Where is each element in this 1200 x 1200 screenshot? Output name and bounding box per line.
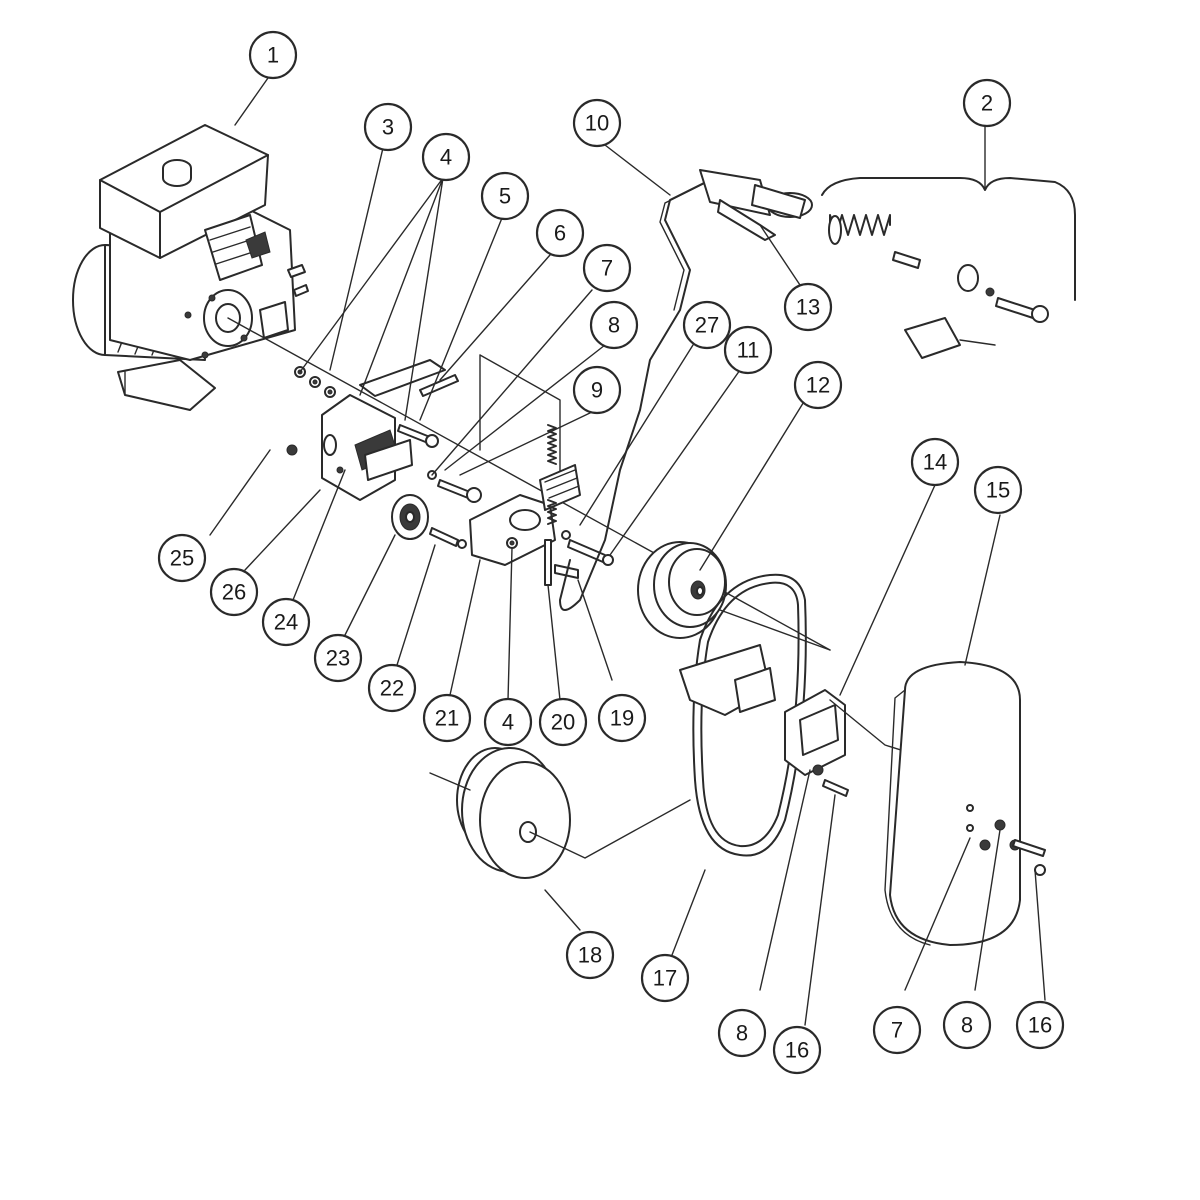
callout-9: 9: [572, 365, 622, 415]
callouts: 1 2 3 4 5 6 7 8 9 10 27 11 12 13 14 15 2…: [157, 30, 1065, 1075]
callout-14: 14: [910, 437, 960, 487]
main-axis-line: [227, 317, 831, 651]
callout-17: 17: [640, 953, 690, 1003]
callout-23: 23: [313, 633, 363, 683]
svg-text:11: 11: [737, 338, 760, 363]
svg-text:26: 26: [222, 580, 246, 605]
callout-7: 7: [582, 243, 632, 293]
belt-17: [692, 573, 807, 857]
callout-1: 1: [248, 30, 298, 80]
callout-12: 12: [793, 360, 843, 410]
spring-27: [547, 424, 557, 465]
pulley-12: [637, 541, 727, 639]
bracket-14: [784, 689, 846, 776]
callout-22: 22: [367, 663, 417, 713]
callout-16-lower: 16: [772, 1025, 822, 1075]
svg-text:21: 21: [435, 706, 459, 731]
svg-text:7: 7: [891, 1018, 903, 1043]
tension-bracket: [469, 464, 581, 566]
svg-text:8: 8: [736, 1021, 748, 1046]
callout-19: 19: [597, 693, 647, 743]
callout-4: 4: [421, 132, 471, 182]
svg-text:20: 20: [551, 710, 575, 735]
throttle-assembly-parts: [821, 177, 1076, 359]
mounting-plate: [321, 394, 413, 501]
svg-text:15: 15: [986, 478, 1010, 503]
throttle-cable: [559, 179, 711, 611]
callout-8: 8: [589, 300, 639, 350]
callout-21: 21: [422, 693, 472, 743]
leader-lines: [209, 77, 1046, 1026]
svg-text:8: 8: [608, 313, 620, 338]
callout-6: 6: [535, 208, 585, 258]
svg-text:27: 27: [695, 313, 719, 338]
callout-11: 11: [723, 325, 773, 375]
callout-26: 26: [209, 567, 259, 617]
callout-20: 20: [538, 697, 588, 747]
callout-8-lower: 8: [717, 1008, 767, 1058]
svg-text:19: 19: [610, 706, 634, 731]
svg-text:16: 16: [785, 1038, 809, 1063]
svg-text:9: 9: [591, 378, 603, 403]
engine: [72, 124, 309, 411]
svg-text:4: 4: [440, 145, 452, 170]
svg-text:12: 12: [806, 373, 830, 398]
callout-25: 25: [157, 533, 207, 583]
belt-guard-cover: [884, 661, 1021, 946]
svg-text:5: 5: [499, 184, 511, 209]
svg-text:13: 13: [796, 295, 820, 320]
svg-text:17: 17: [653, 966, 677, 991]
throttle-lever: [699, 169, 813, 241]
pulley-18: [456, 747, 571, 879]
svg-text:23: 23: [326, 646, 350, 671]
callout-13: 13: [783, 282, 833, 332]
callout-16-right: 16: [1015, 1000, 1065, 1050]
callout-4-lower: 4: [483, 697, 533, 747]
callout-15: 15: [973, 465, 1023, 515]
callout-8-right: 8: [942, 1000, 992, 1050]
svg-text:6: 6: [554, 221, 566, 246]
callout-2: 2: [962, 78, 1012, 128]
svg-text:10: 10: [585, 111, 609, 136]
svg-text:22: 22: [380, 676, 404, 701]
svg-text:2: 2: [981, 91, 993, 116]
svg-text:25: 25: [170, 546, 194, 571]
small-pulley: [391, 494, 429, 540]
svg-text:16: 16: [1028, 1013, 1052, 1038]
svg-text:18: 18: [578, 943, 602, 968]
svg-text:4: 4: [502, 710, 514, 735]
svg-text:24: 24: [274, 610, 298, 635]
callout-3: 3: [363, 102, 413, 152]
svg-text:14: 14: [923, 450, 947, 475]
callout-27: 27: [682, 300, 732, 350]
svg-text:8: 8: [961, 1013, 973, 1038]
pin-6: [419, 374, 459, 397]
callout-7-right: 7: [872, 1005, 922, 1055]
callout-10: 10: [572, 98, 622, 148]
svg-text:7: 7: [601, 256, 613, 281]
svg-text:3: 3: [382, 115, 394, 140]
svg-text:1: 1: [267, 43, 279, 68]
callout-24: 24: [261, 597, 311, 647]
nut-25: [286, 444, 298, 456]
callout-5: 5: [480, 171, 530, 221]
callout-18: 18: [565, 930, 615, 980]
